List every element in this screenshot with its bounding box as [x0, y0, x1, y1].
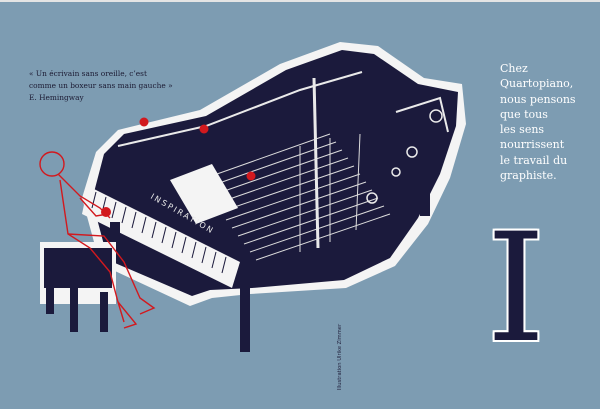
- drop-letter-i: I: [486, 202, 546, 376]
- quote-author: E. Hemingway: [29, 93, 84, 102]
- piano-bench: [40, 242, 116, 332]
- statement-line-4: que tous: [500, 107, 548, 121]
- statement-line-1: Chez: [500, 62, 528, 75]
- lid-rim: [117, 71, 449, 147]
- quote-line-2: comme un boxeur sans main gauche »: [29, 81, 173, 90]
- piano-legs: [110, 176, 430, 352]
- statement-line-6: nourrissent: [500, 138, 565, 152]
- lid-prop: [312, 77, 320, 249]
- credit-text: Illustration Ulrike Zimmer: [337, 323, 343, 391]
- statement-line-7: le travail du: [500, 153, 568, 167]
- piano-keyboard: [82, 186, 240, 288]
- statement-line-3: nous pensons: [500, 92, 576, 106]
- statement-line-5: les sens: [500, 123, 545, 137]
- music-stand: [170, 164, 238, 224]
- statement-line-2: Quartopiano,: [500, 77, 574, 91]
- quote-line-1: « Un écrivain sans oreille, c’est: [29, 69, 147, 78]
- illustration-credit: Illustration Ulrike Zimmer: [330, 322, 344, 398]
- piano-decor-circles: [366, 109, 443, 204]
- statement-line-8: graphiste.: [500, 169, 557, 183]
- hemingway-quote: « Un écrivain sans oreille, c’est comme …: [29, 68, 189, 104]
- red-dots: [101, 117, 256, 217]
- piano-strings: [199, 133, 391, 261]
- agency-statement: Chez Quartopiano, nous pensons que tous …: [500, 61, 595, 183]
